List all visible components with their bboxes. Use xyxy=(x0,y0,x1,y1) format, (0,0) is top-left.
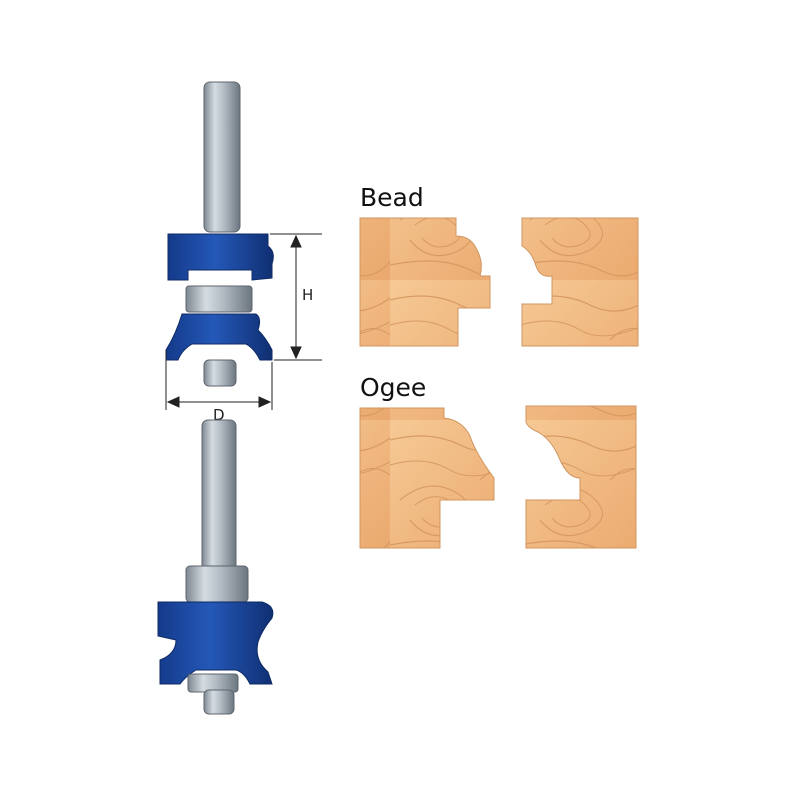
diameter-dimension xyxy=(165,350,273,410)
lower-bearing xyxy=(187,673,239,693)
lower-cutter xyxy=(165,313,273,361)
ogee-profile-right xyxy=(525,405,637,549)
ogee-profile-left xyxy=(359,407,495,549)
lower-collar xyxy=(185,565,249,603)
upper-shank xyxy=(203,81,241,233)
diameter-label: D xyxy=(213,406,225,424)
bead-profile-right xyxy=(521,217,639,347)
ogee-cutter xyxy=(157,601,274,685)
upper-pilot xyxy=(203,359,237,387)
lower-shank xyxy=(201,419,237,576)
upper-cutter xyxy=(167,233,274,281)
height-label: H xyxy=(302,286,313,304)
ogee-title: Ogee xyxy=(360,373,426,402)
ogee-router-bit xyxy=(157,419,274,715)
upper-bearing xyxy=(185,285,253,313)
bead-profile-left xyxy=(359,217,491,347)
bead-router-bit xyxy=(165,81,274,387)
lower-pilot xyxy=(203,689,235,715)
height-dimension xyxy=(270,233,322,361)
bead-title: Bead xyxy=(360,183,424,212)
